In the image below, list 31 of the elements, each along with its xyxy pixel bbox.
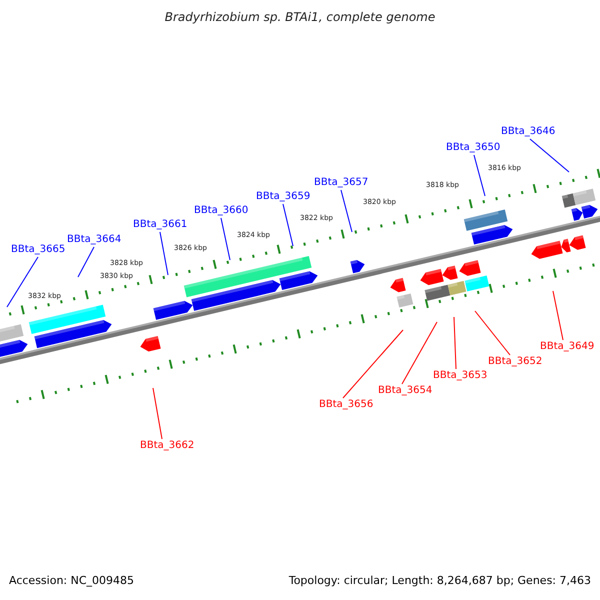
gene-label: BBta_3665 — [11, 244, 66, 256]
leader-line — [160, 232, 168, 276]
gene-label: BBta_3664 — [67, 234, 122, 246]
gene-label: BBta_3657 — [314, 177, 368, 189]
gene-label: BBta_3656 — [319, 399, 374, 411]
leader-line — [474, 310, 510, 356]
leader-line — [474, 154, 486, 196]
gene-label: BBta_3654 — [378, 385, 432, 397]
leader-line — [402, 322, 438, 384]
gene-label: BBta_3649 — [540, 341, 594, 353]
gene-label: BBta_3660 — [194, 205, 248, 217]
leader-line — [454, 316, 456, 370]
leader-line — [342, 330, 404, 398]
leader-line — [220, 218, 230, 260]
title: Bradyrhizobium sp. BTAi1, complete genome — [164, 11, 436, 23]
leader-line — [552, 290, 564, 340]
gene-label: BBta_3661 — [133, 219, 188, 231]
leader-line — [152, 388, 162, 440]
gene-label: BBta_3646 — [501, 126, 556, 138]
gene-label: BBta_3662 — [140, 440, 194, 452]
leader-line — [530, 138, 570, 172]
gene-label: BBta_3659 — [256, 191, 310, 203]
accession-text: Accession: NC_009485 — [9, 575, 134, 587]
leader-line — [340, 190, 352, 232]
leader-line — [78, 246, 94, 278]
leader-line — [282, 204, 294, 246]
leader-line — [6, 256, 38, 308]
genome-info-text: Topology: circular; Length: 8,264,687 bp; Genes: 7,463 — [288, 575, 591, 587]
gene-label: BBta_3650 — [446, 142, 500, 154]
gene-label: BBta_3652 — [488, 356, 542, 368]
gene-label: BBta_3653 — [433, 370, 488, 382]
